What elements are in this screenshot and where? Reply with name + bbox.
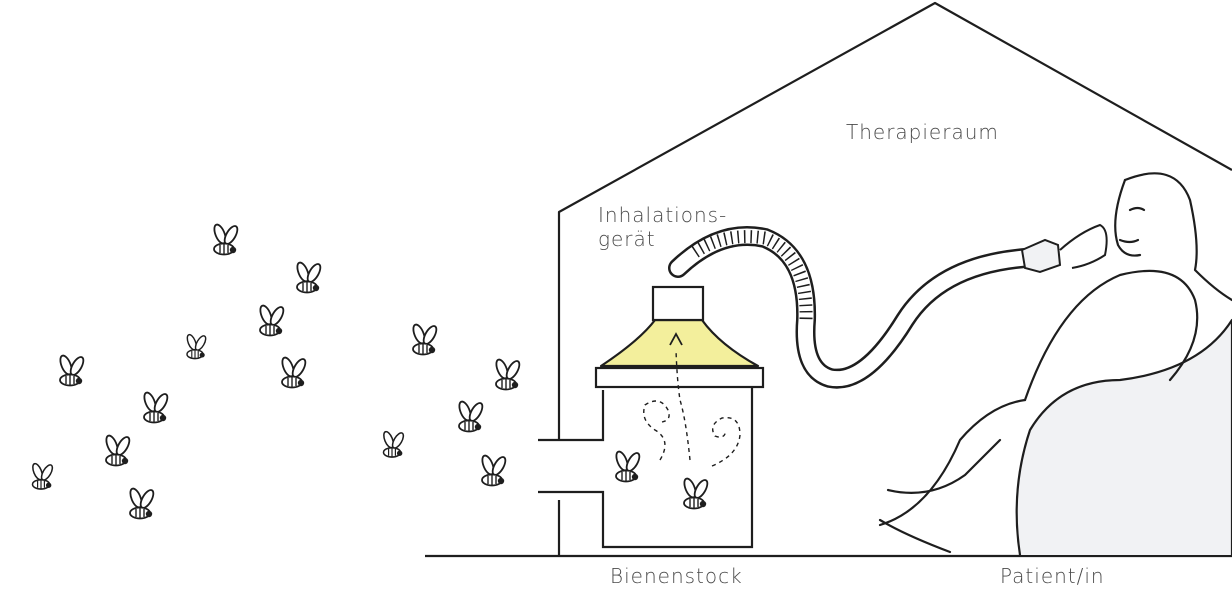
- bee-icon: [211, 222, 241, 256]
- bee-icon: [479, 453, 509, 487]
- patient-figure: [878, 172, 1232, 557]
- bee-icon: [294, 260, 324, 294]
- bee-icon: [381, 429, 407, 458]
- label-beehive: Bienenstock: [610, 564, 743, 588]
- inhalation-hood: [599, 318, 760, 368]
- bee-icon: [613, 449, 643, 483]
- hive-lid: [594, 366, 765, 389]
- hive-passage: [538, 388, 754, 556]
- bee-icon: [456, 399, 486, 433]
- air-arrow: [669, 332, 683, 346]
- label-device-line1: Inhalations-: [598, 203, 728, 227]
- nebulizer: [1020, 238, 1062, 274]
- bee-icon: [127, 486, 157, 520]
- bee-icon: [30, 461, 56, 490]
- bee-icon: [410, 322, 440, 356]
- label-patient: Patient/in: [1000, 564, 1105, 588]
- house-outline: [557, 1, 1232, 440]
- bee-icon: [493, 357, 523, 391]
- bee-icon: [279, 355, 309, 389]
- bee-icon: [184, 332, 209, 360]
- bee-icon: [103, 433, 133, 467]
- air-swirls: [643, 349, 741, 467]
- label-therapy-room: Therapieraum: [846, 120, 999, 144]
- inhalation-box: [651, 285, 705, 322]
- bee-icon: [141, 390, 171, 424]
- label-inhalation-device: Inhalations- gerät: [598, 203, 727, 251]
- bee-icon: [57, 353, 87, 387]
- bee-icon: [257, 303, 287, 337]
- bee-icon: [681, 476, 711, 510]
- label-device-line2: gerät: [598, 227, 656, 251]
